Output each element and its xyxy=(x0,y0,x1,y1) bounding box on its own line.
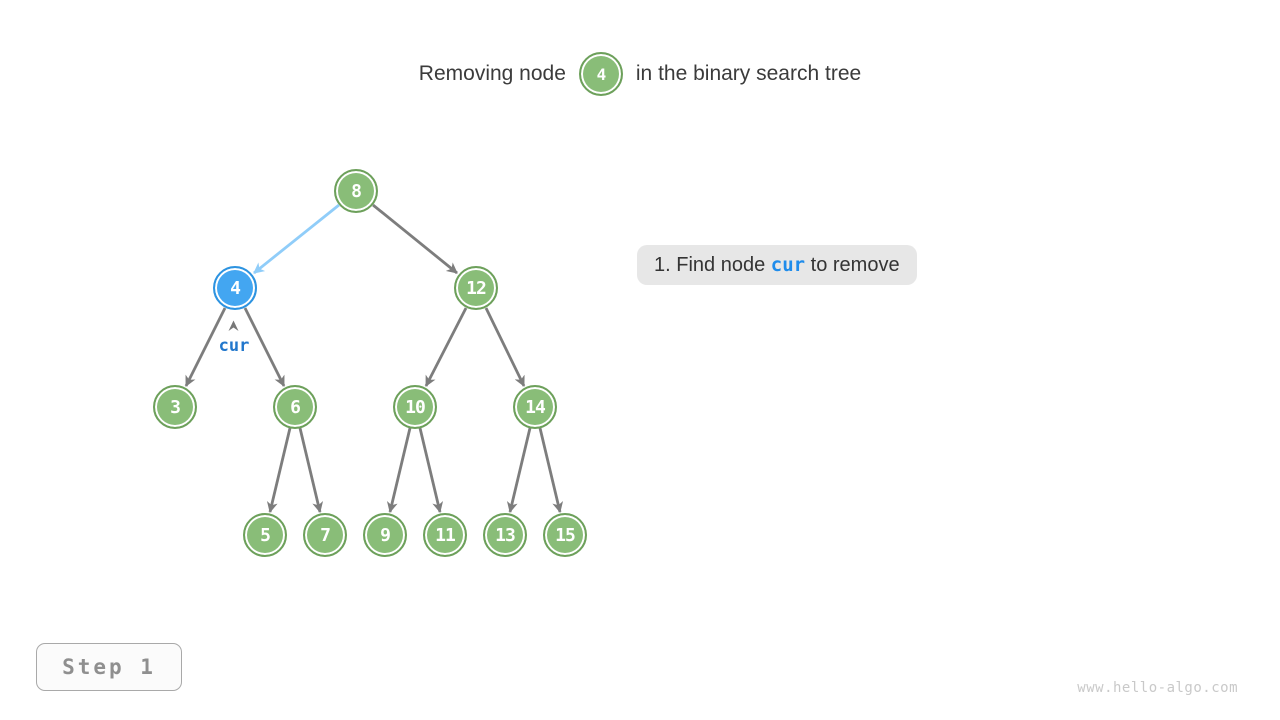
edge-12-14 xyxy=(484,307,526,387)
edge-10-9 xyxy=(386,427,412,513)
tree-node-9: 9 xyxy=(363,513,407,557)
tree-node-6: 6 xyxy=(273,385,317,429)
title-prefix: Removing node xyxy=(418,62,566,85)
watermark: www.hello-algo.com xyxy=(1077,680,1238,696)
tree-node-8: 8 xyxy=(334,169,378,213)
instruction-prefix: 1. Find node xyxy=(654,253,771,276)
cur-pointer-label: cur xyxy=(218,336,250,356)
tree-node-12: 12 xyxy=(454,266,498,310)
tree-node-4: 4 xyxy=(213,266,257,310)
edge-10-11 xyxy=(418,427,444,513)
edge-8-4 xyxy=(253,203,340,275)
edge-6-7 xyxy=(298,427,324,513)
edge-14-13 xyxy=(506,427,532,513)
edge-14-15 xyxy=(538,427,564,513)
title-suffix: in the binary search tree xyxy=(635,62,862,85)
step-badge: Step 1 xyxy=(36,643,182,691)
title-node-4: 4 xyxy=(578,52,623,96)
tree-node-3: 3 xyxy=(153,385,197,429)
instruction-cur-highlight: cur xyxy=(770,254,806,276)
edge-12-10 xyxy=(424,307,468,387)
instruction-badge: 1. Find node cur to remove xyxy=(637,245,917,285)
tree-node-11: 11 xyxy=(423,513,467,557)
title-node-value: 4 xyxy=(596,64,607,84)
diagram-title: Removing node 4 in the binary search tre… xyxy=(0,50,1280,98)
edge-8-12 xyxy=(372,203,458,275)
tree-node-15: 15 xyxy=(543,513,587,557)
step-badge-label: Step 1 xyxy=(62,655,156,679)
tree-node-14: 14 xyxy=(513,385,557,429)
tree-node-13: 13 xyxy=(483,513,527,557)
tree-node-7: 7 xyxy=(303,513,347,557)
tree-node-10: 10 xyxy=(393,385,437,429)
instruction-suffix: to remove xyxy=(805,253,900,276)
cur-pointer-icon xyxy=(228,320,239,331)
tree-node-5: 5 xyxy=(243,513,287,557)
edge-6-5 xyxy=(266,427,292,513)
